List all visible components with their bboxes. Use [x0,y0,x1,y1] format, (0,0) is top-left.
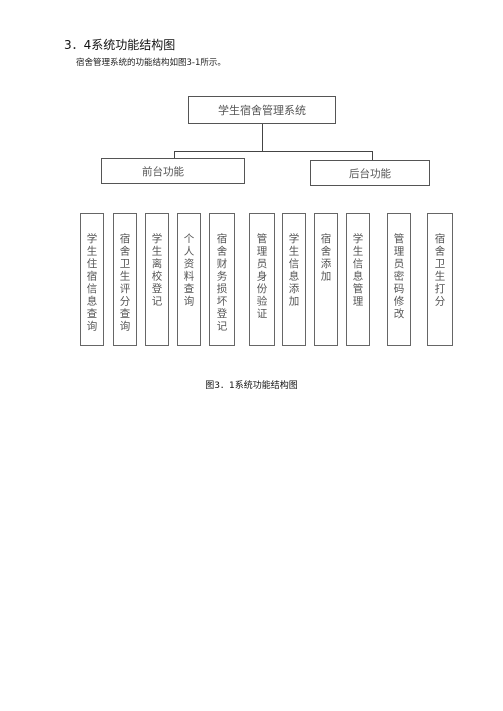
leaf-node: 学生住宿信息查询 [80,213,104,346]
front-up-line [174,151,175,158]
leaf-label: 宿舍添加 [319,233,332,283]
root-down-line [262,124,263,152]
leaf-label: 管理员密码修改 [392,233,405,321]
figure-caption: 图3．1系统功能结构图 [205,381,298,391]
leaf-label: 学生离校登记 [150,233,163,308]
front-function-node: 前台功能 [101,158,245,184]
leaf-label: 学生住宿信息查询 [85,233,98,333]
back-up-line [372,151,373,160]
leaf-label: 宿舍财务损坏登记 [215,233,228,333]
intro-text: 宿舍管理系统的功能结构如图3-1所示。 [76,58,226,68]
leaf-node: 宿舍卫生打分 [427,213,453,346]
leaf-node: 学生离校登记 [145,213,169,346]
leaf-label: 学生信息添加 [287,233,300,308]
leaf-node: 宿舍卫生评分查询 [113,213,137,346]
branch-horizontal-line [174,151,372,152]
leaf-label: 宿舍卫生评分查询 [118,233,131,333]
leaf-node: 个人资料查询 [177,213,201,346]
leaf-label: 宿舍卫生打分 [433,233,446,308]
leaf-node: 宿舍财务损坏登记 [209,213,235,346]
back-function-node: 后台功能 [310,160,430,186]
leaf-node: 管理员密码修改 [387,213,411,346]
leaf-node: 宿舍添加 [314,213,338,346]
root-node: 学生宿舍管理系统 [188,96,336,124]
leaf-node: 学生信息管理 [346,213,370,346]
leaf-label: 管理员身份验证 [255,233,268,321]
leaf-node: 学生信息添加 [282,213,306,346]
leaf-node: 管理员身份验证 [249,213,275,346]
leaf-label: 个人资料查询 [182,233,195,308]
leaf-label: 学生信息管理 [351,233,364,308]
section-heading: 3．4系统功能结构图 [64,38,176,52]
